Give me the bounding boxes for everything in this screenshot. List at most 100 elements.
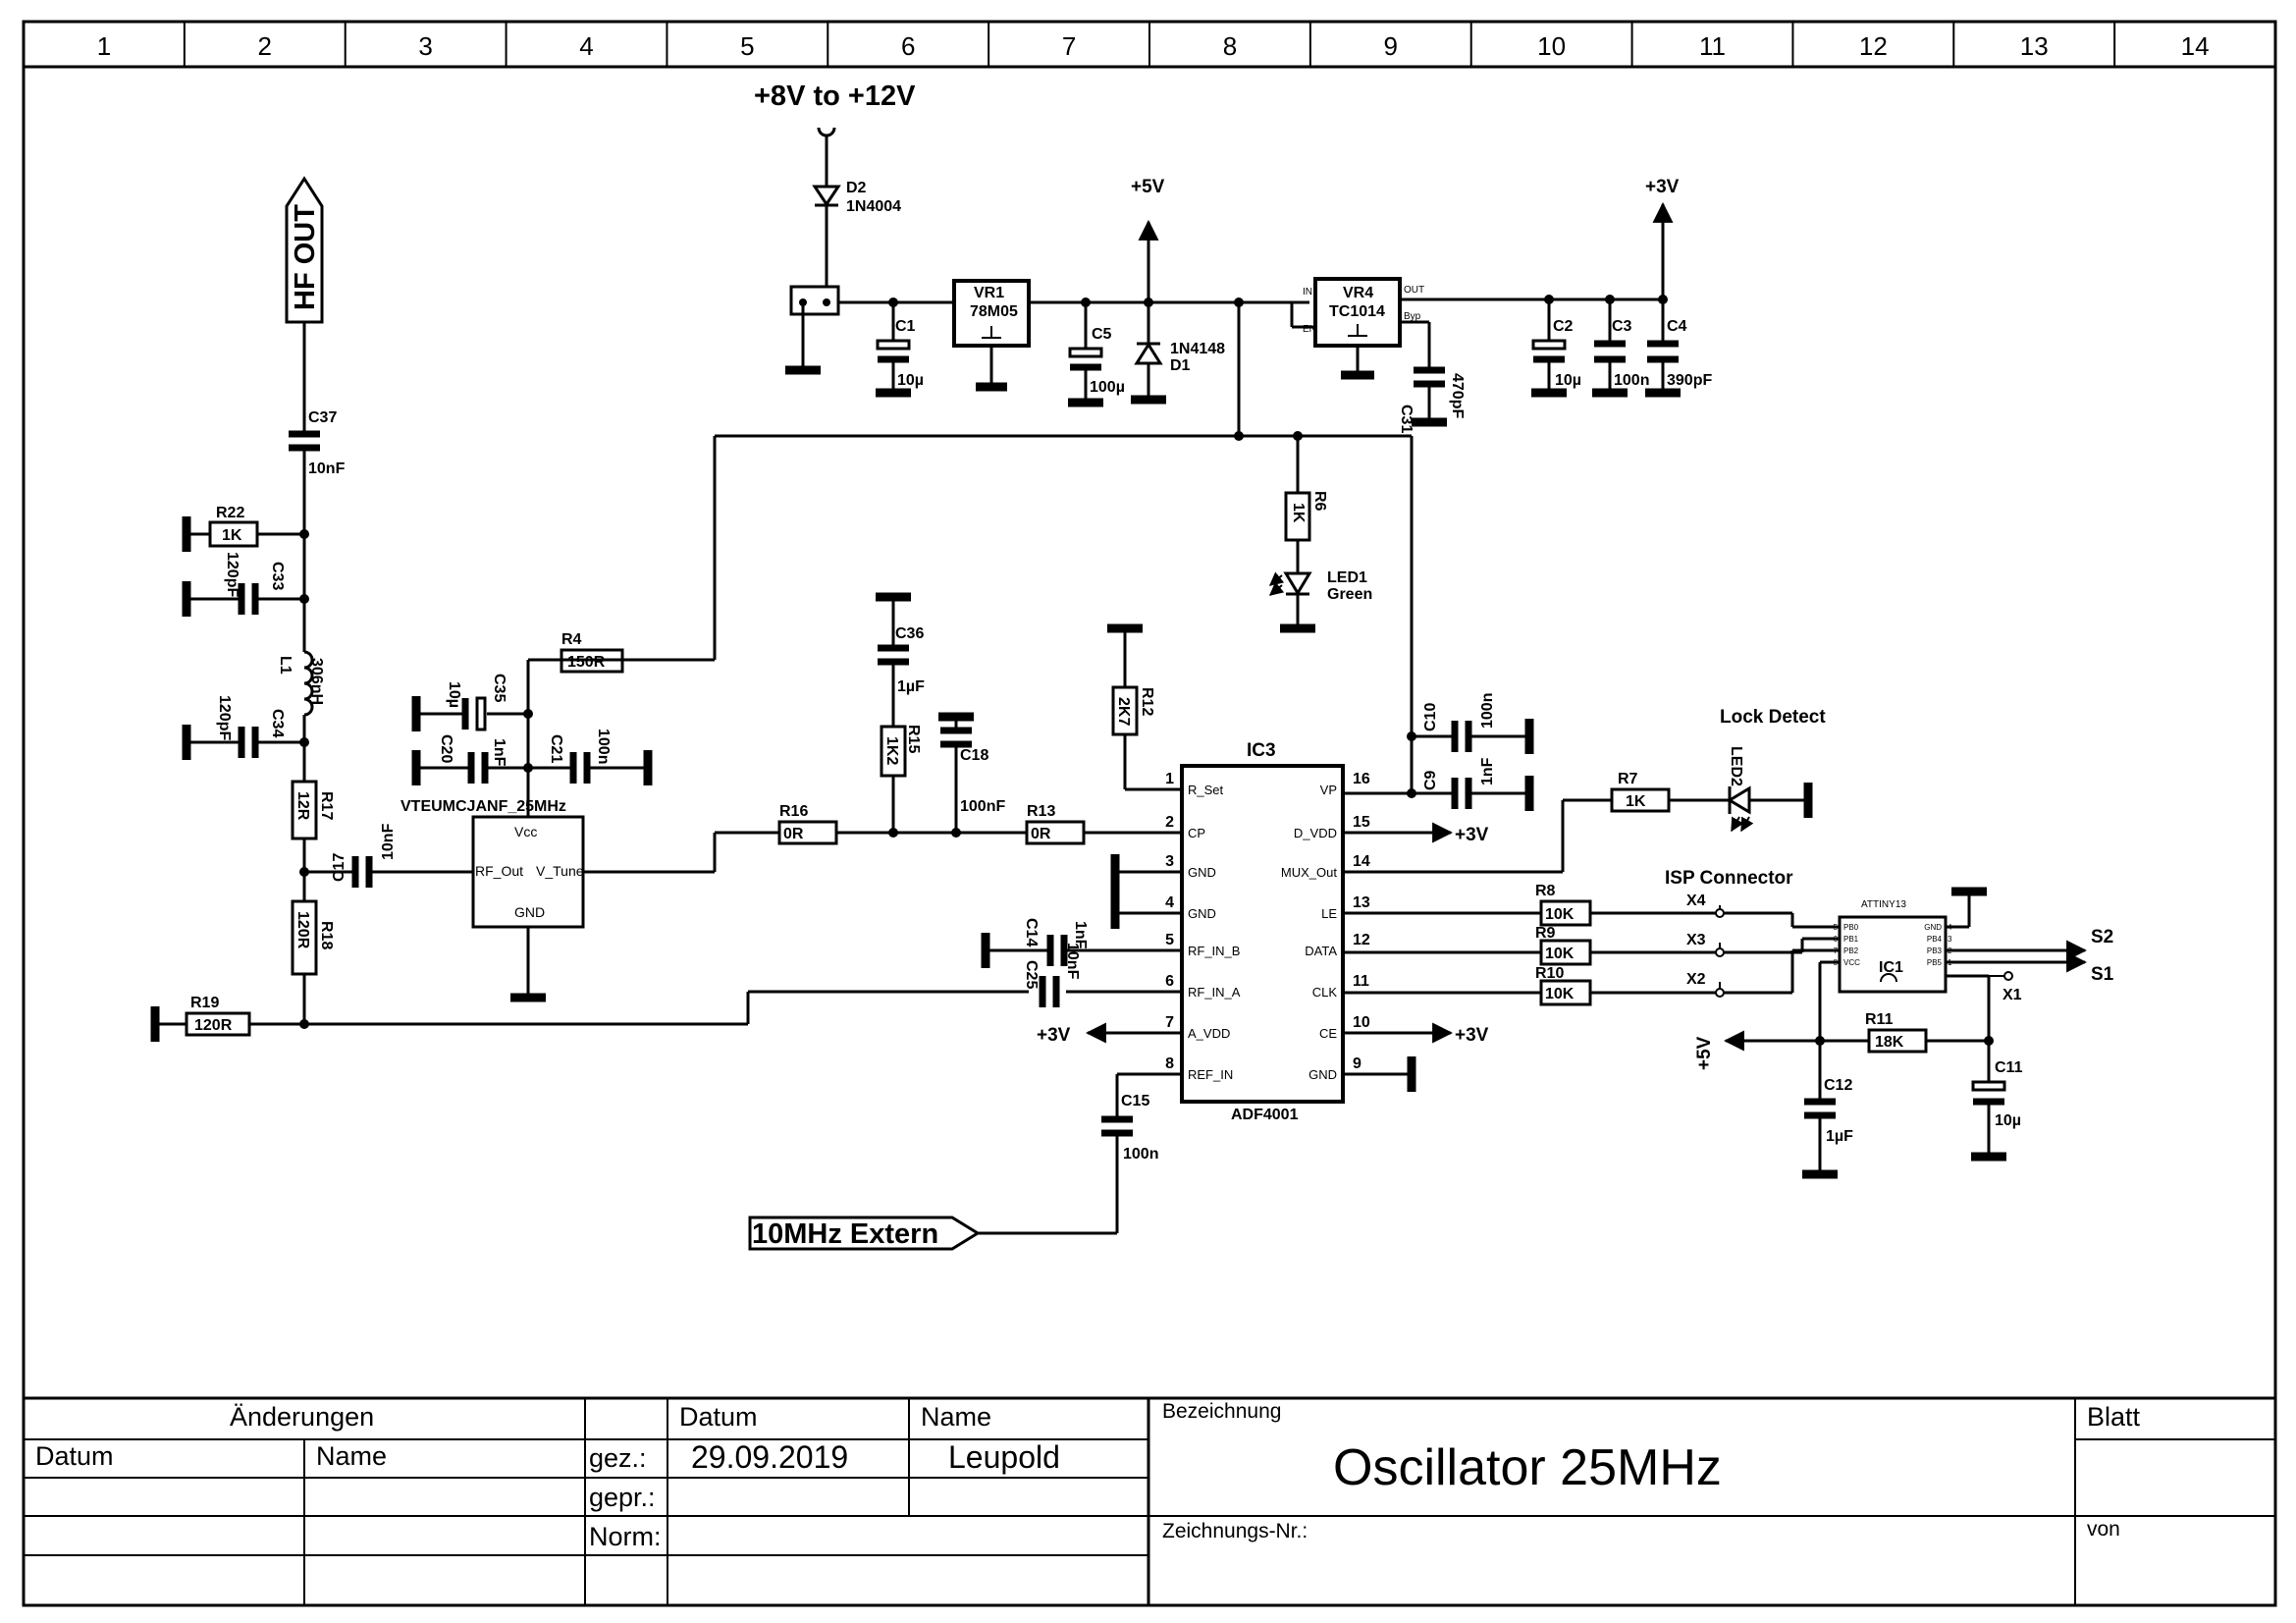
title-block: Änderungen Datum Name Datum Name gez.: g… [24, 1396, 2275, 1605]
vco-block: VTEUMCJANF_25MHz Vcc RF_Out V_Tune GND 1… [400, 631, 779, 1002]
isp-5v-label: +5V [1694, 1036, 1715, 1070]
ic1-ref: IC1 [1879, 959, 1903, 976]
jumper-block [789, 285, 840, 316]
c15-value: 100n [1123, 1146, 1158, 1163]
c3-ref: C3 [1612, 318, 1632, 335]
r11-ref: R11 [1865, 1011, 1894, 1028]
d1-ref: D1 [1170, 357, 1191, 374]
c1-value: 10µ [897, 372, 924, 389]
grid-column-number: 10 [1537, 31, 1566, 61]
r10-value: 10K [1545, 986, 1575, 1002]
r7-value: 1K [1626, 793, 1646, 810]
ic3-pin-number: 4 [1165, 894, 1174, 911]
supply-distribution: 1K R6 LED1 Green [561, 431, 1416, 798]
c9-ref: C9 [1422, 770, 1439, 790]
x1-label: X1 [2002, 987, 2022, 1003]
vco-pin-gnd: GND [514, 904, 545, 920]
ext-ref-label: 10MHz Extern [752, 1218, 938, 1250]
ic3-pin-number: 1 [1165, 771, 1174, 787]
changes-col-name: Name [316, 1441, 387, 1471]
ic3-pin-name: CE [1319, 1026, 1337, 1041]
r8-ref: R8 [1535, 883, 1556, 899]
name-header: Name [921, 1402, 991, 1432]
c17-value: 10nF [380, 823, 397, 860]
ic3-pin-number: 13 [1353, 894, 1370, 911]
c15-ref: C15 [1121, 1093, 1149, 1109]
lock-detect: 1K R7 Lock Detect LED2 [1610, 707, 1826, 833]
grid-column-number: 14 [2181, 31, 2210, 61]
ic3-adf4001: IC3 ADF4001 1R_Set2CP3GND4GND5RF_IN_B6RF… [748, 740, 1612, 1251]
d2-ref: D2 [846, 180, 867, 196]
c25-value: 10nF [1064, 943, 1081, 980]
r6-ref: R6 [1311, 491, 1328, 512]
c10-value: 100n [1479, 693, 1496, 729]
vr4-ref: VR4 [1343, 285, 1373, 301]
c4-value: 390pF [1667, 372, 1712, 389]
supply-input-jack [817, 127, 836, 137]
r7-ref: R7 [1618, 771, 1638, 787]
grid-column-number: 2 [258, 31, 272, 61]
ic3-pin-name: RF_IN_B [1188, 944, 1240, 958]
ic1-pin-number: 3 [1948, 935, 1952, 944]
vp-decoupling: C10 100n C9 1nF [1384, 693, 1534, 811]
gepr-label: gepr.: [589, 1483, 656, 1512]
d1-value: 1N4148 [1170, 341, 1225, 357]
r17-value: 12R [294, 791, 311, 821]
r4-ref: R4 [561, 631, 582, 648]
c11-value: 10µ [1995, 1112, 2021, 1129]
ic3-pin-number: 7 [1165, 1014, 1174, 1031]
c25-ref: C25 [1023, 960, 1040, 989]
ic3-pin-name: RF_IN_A [1188, 985, 1241, 1000]
c31-value: 470pF [1449, 373, 1466, 418]
grid-column-number: 5 [740, 31, 754, 61]
l1-ref: L1 [277, 656, 294, 675]
c36-value: 1µF [897, 678, 925, 695]
c2-ref: C2 [1553, 318, 1574, 335]
vco-name: VTEUMCJANF_25MHz [400, 798, 566, 815]
grid-column-number: 13 [2020, 31, 2049, 61]
bezeichnung-label: Bezeichnung [1162, 1400, 1281, 1423]
loop-filter: 0R R16 1K2 R15 C36 1µF C18 100nF 0R R13 [777, 592, 1182, 845]
von-label: von [2087, 1518, 2120, 1541]
ic3-ref: IC3 [1247, 740, 1276, 761]
c4-ref: C4 [1667, 318, 1687, 335]
r10-ref: R10 [1535, 965, 1564, 982]
led1-value: Green [1327, 586, 1372, 603]
datum-header: Datum [679, 1402, 758, 1432]
x4-label: X4 [1686, 893, 1706, 909]
ic3-pin-name: R_Set [1188, 783, 1224, 797]
c9-value: 1nF [1479, 757, 1496, 785]
ic3-pin-name: A_VDD [1188, 1026, 1230, 1041]
r4-value: 150R [567, 654, 606, 671]
ic3-pin-number: 10 [1353, 1014, 1370, 1031]
r9-value: 10K [1545, 946, 1575, 962]
ic3-pin-number: 6 [1165, 973, 1174, 990]
vr4-pin-out: OUT [1404, 285, 1424, 296]
grid-column-number: 6 [901, 31, 915, 61]
s1-label: S1 [2091, 964, 2114, 985]
ic3-pin-name: REF_IN [1188, 1067, 1233, 1082]
drawn-date: 29.09.2019 [691, 1439, 848, 1475]
r19-ref: R19 [190, 995, 219, 1011]
r22-ref: R22 [216, 505, 244, 521]
ic3-pin-number: 14 [1353, 853, 1370, 870]
x2-label: X2 [1686, 971, 1706, 988]
ic3-pin-name: VP [1320, 783, 1337, 797]
grid-column-number: 4 [579, 31, 593, 61]
c10-ref: C10 [1422, 703, 1439, 731]
led2-ref: LED2 [1728, 746, 1744, 786]
ic3-pin-number: 3 [1165, 853, 1174, 870]
c5-value: 100µ [1090, 379, 1125, 396]
ic1-pin-name: GND [1924, 923, 1942, 932]
ic3-pin-number: 8 [1165, 1055, 1174, 1072]
c11-ref: C11 [1995, 1059, 2023, 1076]
ic1-pin-name: PB4 [1927, 935, 1943, 944]
r12-ref: R12 [1139, 687, 1155, 716]
vr1-value: 78M05 [970, 303, 1018, 320]
ic3-pin-name: LE [1321, 906, 1337, 921]
c14-ref: C14 [1023, 918, 1040, 947]
ic3-pin-number: 11 [1353, 973, 1369, 990]
c12-value: 1µF [1826, 1128, 1853, 1145]
grid-column-number: 11 [1699, 31, 1726, 61]
grid-column-number: 12 [1859, 31, 1888, 61]
